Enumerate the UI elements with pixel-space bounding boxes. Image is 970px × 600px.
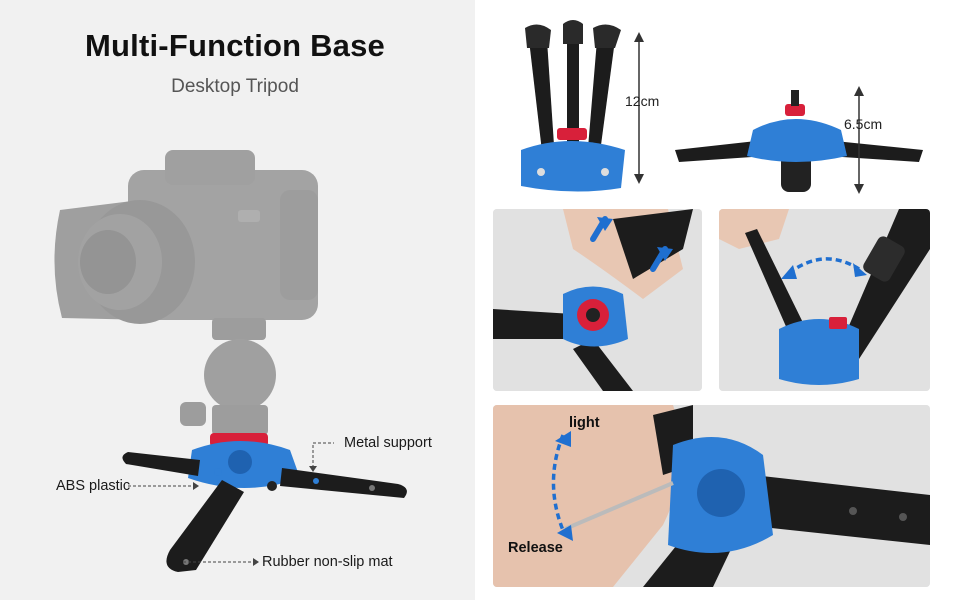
camera-tripod-illustration [54,150,407,572]
leg-back-left [122,452,200,476]
leg-press-illustration [493,209,702,391]
leg-front [166,480,244,572]
release-illustration [493,405,930,587]
callout-abs-plastic: ABS plastic [56,478,131,494]
dimension-illustration [521,20,923,194]
dimension-folded-label: 12cm [625,93,660,109]
callout-rubber-mat: Rubber non-slip mat [262,554,393,570]
page-subtitle: Desktop Tripod [171,76,299,97]
photo-leg-angle [719,209,930,391]
camera-image [54,150,318,435]
leg-right [280,468,407,498]
photo-release: light Release [493,405,930,587]
photo-leg-press [493,209,702,391]
open-base-image [675,90,923,192]
callout-metal-support: Metal support [344,435,432,451]
label-release: Release [508,540,563,556]
dimension-strip: 12cm 6.5cm [475,0,970,208]
leg-angle-illustration [719,209,930,391]
label-light: light [569,415,600,431]
left-panel: Multi-Function Base Desktop Tripod [0,0,475,600]
folded-base-image [521,20,625,192]
dimension-open-label: 6.5cm [844,116,883,132]
page-title: Multi-Function Base [84,28,385,63]
